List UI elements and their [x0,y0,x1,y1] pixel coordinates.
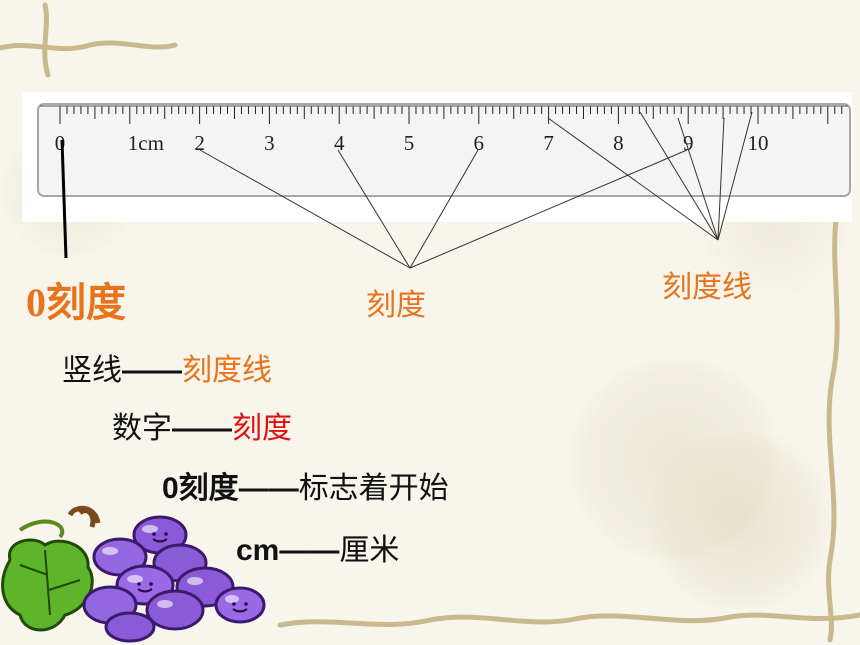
ruler-number: 0 [55,131,66,155]
grape [145,589,205,631]
definition-dash: —— [172,412,232,445]
ruler-number: 8 [613,131,624,155]
definition-term: 数字 [112,411,172,446]
definition-dash: —— [238,472,299,505]
vine-decoration [42,2,51,78]
vine-decoration [0,40,178,52]
definition-term: 0刻度 [162,472,239,505]
ruler-number: 9 [683,131,694,155]
definition-row: 数字——刻度 [112,403,292,447]
grape [214,586,266,624]
definition-row: 0刻度——标志着开始 [162,463,449,507]
definition-meaning: 刻度 [232,411,292,446]
tick-line-leader-lines [547,111,753,241]
background-flower [640,430,840,610]
vine-decoration [826,202,841,643]
vine-decoration [277,612,860,628]
ruler-number: 5 [404,131,415,155]
definition-meaning: 刻度线 [182,353,272,388]
definition-term: cm [236,534,280,567]
background-flower [560,360,790,560]
definition-meaning: 厘米 [339,533,400,568]
definition-row: cm——厘米 [236,525,399,569]
definition-dash: —— [279,534,340,567]
zero-pointer-line [60,139,68,259]
zero-scale-label: 0刻度 [26,280,126,325]
definition-dash: —— [122,354,182,387]
scale-label: 刻度 [366,288,426,323]
ruler-number: 10 [748,131,769,155]
ruler-ticks [40,105,848,124]
tick-line-label: 刻度线 [662,270,752,305]
ruler-number: 6 [474,131,485,155]
ruler-number: 7 [543,131,554,155]
ruler-number: 2 [194,131,205,155]
ruler-numbers: 0 1cm 2 3 4 5 6 7 8 9 10 [55,131,769,155]
ruler-number: 1cm [128,131,164,155]
scale-leader-lines [199,149,688,269]
ruler-number: 3 [264,131,275,155]
grapes-illustration [1,505,266,643]
definition-row: 竖线——刻度线 [62,345,272,389]
definition-meaning: 标志着开始 [298,471,449,506]
ruler-number: 4 [334,131,345,155]
grape [104,611,156,643]
definition-term: 竖线 [62,353,122,388]
